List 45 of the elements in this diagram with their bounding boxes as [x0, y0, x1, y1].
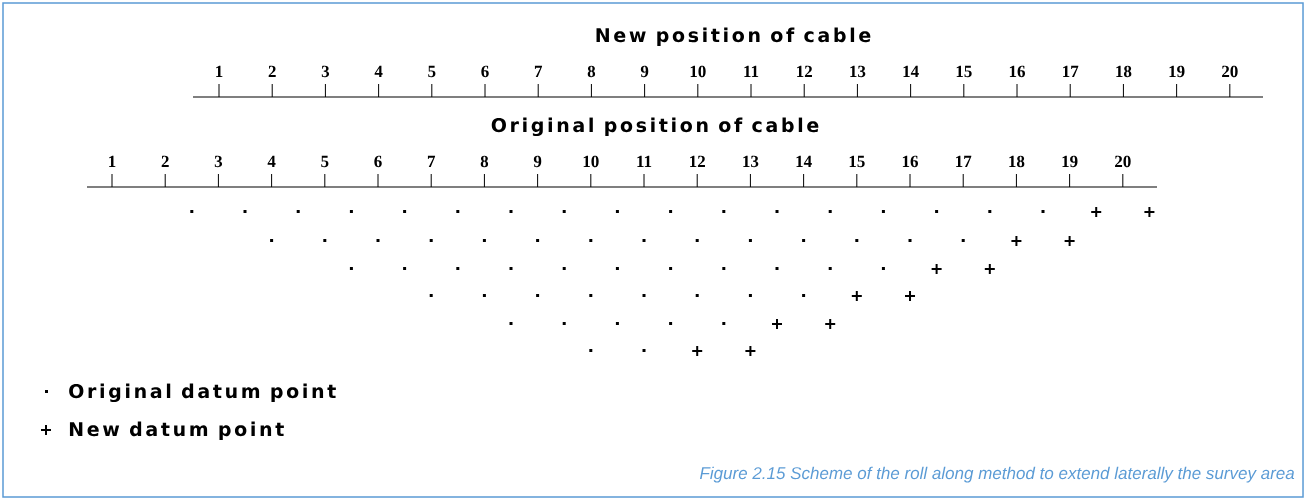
tick-number: 6: [481, 65, 489, 78]
tick-number: 14: [796, 155, 812, 167]
tick-number: 9: [640, 65, 649, 78]
tick-number: 12: [690, 155, 705, 167]
tick-number: 13: [743, 155, 759, 168]
tick-number: 17: [956, 155, 972, 167]
tick-number: 18: [1116, 65, 1132, 78]
scale-title: New position of cable: [596, 27, 871, 46]
tick-number: 7: [427, 155, 436, 167]
tick-number: 11: [744, 65, 759, 77]
tick-number: 16: [902, 155, 918, 168]
legend-label: Original datum point: [69, 383, 336, 403]
tick-number: 5: [321, 155, 329, 168]
tick-number: 16: [1009, 65, 1025, 78]
tick-number: 17: [1063, 65, 1079, 77]
tick-number: 13: [850, 65, 866, 78]
tick-number: 19: [1062, 155, 1078, 168]
tick-number: 1: [216, 65, 223, 77]
tick-number: 7: [534, 65, 543, 77]
tick-number: 19: [1169, 65, 1185, 78]
tick-number: 15: [849, 155, 865, 168]
tick-number: 3: [321, 65, 330, 78]
scale-title: Original position of cable: [491, 117, 819, 137]
tick-number: 2: [268, 65, 276, 77]
tick-number: 15: [956, 65, 972, 78]
tick-number: 5: [428, 65, 436, 78]
tick-number: 2: [161, 155, 169, 167]
tick-number: 4: [267, 155, 276, 167]
tick-number: 10: [583, 155, 599, 168]
tick-number: 1: [109, 155, 116, 167]
legend-label: New datum point: [69, 421, 284, 440]
tick-number: 3: [214, 155, 223, 168]
tick-number: 4: [374, 65, 383, 77]
tick-number: 11: [637, 155, 652, 167]
tick-number: 20: [1115, 155, 1131, 168]
tick-number: 10: [690, 65, 706, 78]
tick-number: 12: [797, 65, 812, 77]
tick-number: 14: [903, 65, 919, 77]
tick-number: 8: [480, 155, 489, 168]
tick-number: 8: [587, 65, 596, 78]
caption: Figure 2.15 Scheme of the roll along method to extend laterally the survey area: [700, 466, 1295, 483]
tick-number: 20: [1222, 65, 1238, 78]
tick-number: 18: [1009, 155, 1025, 168]
tick-number: 6: [374, 155, 382, 168]
tick-number: 9: [533, 155, 542, 168]
